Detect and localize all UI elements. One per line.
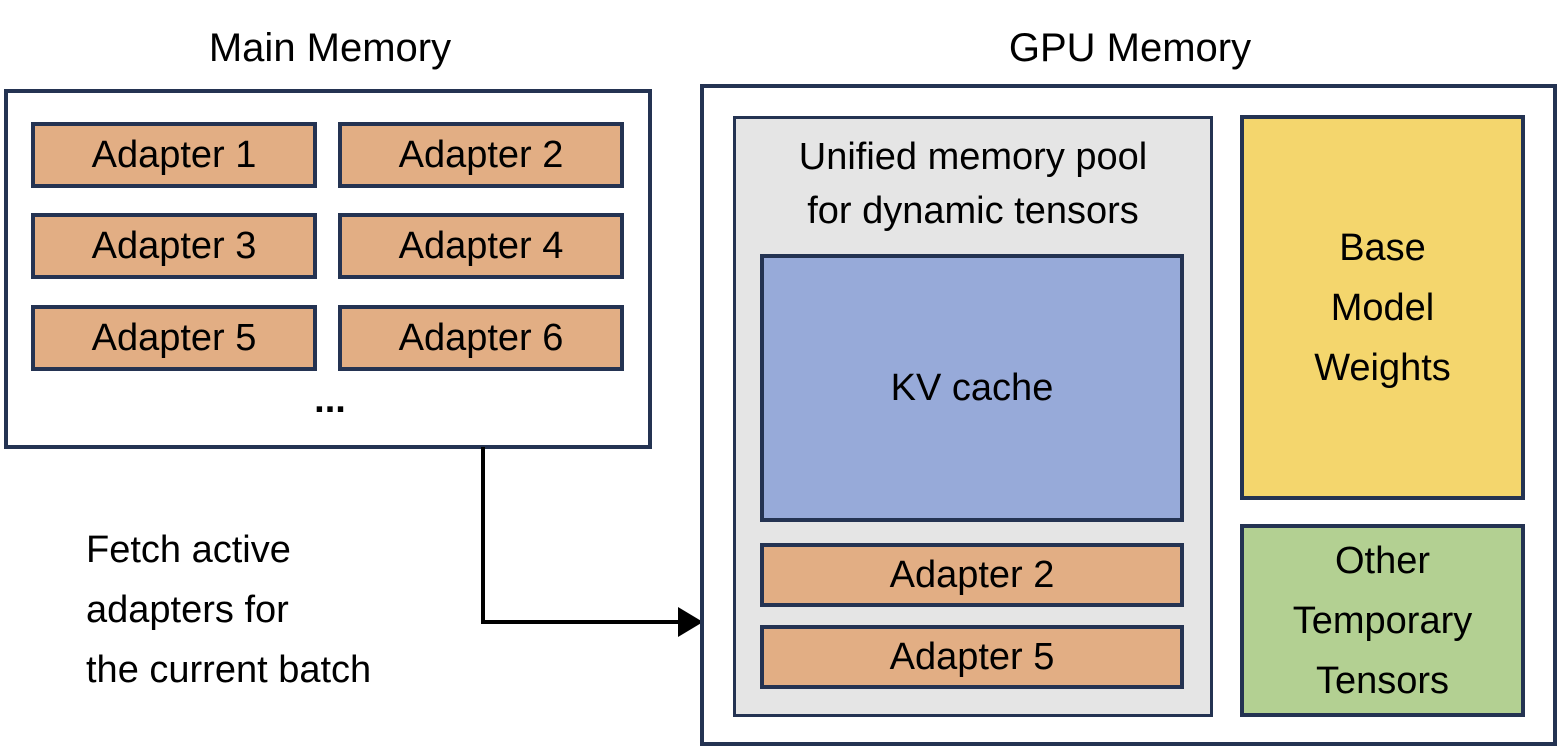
arrow-label-line-3: the current batch: [86, 649, 372, 691]
base-weights-line-1: Base: [1339, 226, 1426, 269]
main-adapter-6: Adapter 6: [338, 305, 624, 371]
pool-title: Unified memory pool for dynamic tensors: [736, 130, 1210, 238]
main-adapter-1: Adapter 1: [31, 122, 317, 188]
pool-title-line-1: Unified memory pool: [798, 136, 1148, 178]
base-weights-line-3: Weights: [1314, 346, 1451, 389]
main-adapter-3: Adapter 3: [31, 213, 317, 279]
gpu-adapter-5: Adapter 5: [760, 625, 1184, 689]
pool-title-line-2: for dynamic tensors: [807, 190, 1139, 232]
arrow-label: Fetch active adapters for the current ba…: [86, 520, 466, 700]
main-adapter-5: Adapter 5: [31, 305, 317, 371]
main-adapter-4: Adapter 4: [338, 213, 624, 279]
base-model-weights-block: Base Model Weights: [1240, 115, 1525, 500]
main-memory-title: Main Memory: [208, 26, 452, 70]
ellipsis: ...: [314, 379, 346, 421]
base-weights-line-2: Model: [1330, 286, 1435, 329]
main-adapter-2: Adapter 2: [338, 122, 624, 188]
arrow-label-line-1: Fetch active: [86, 529, 291, 571]
temp-tensors-line-2: Temporary: [1292, 599, 1473, 642]
kv-cache-block: KV cache: [760, 254, 1184, 522]
gpu-adapter-2: Adapter 2: [760, 543, 1184, 607]
gpu-memory-title: GPU Memory: [1008, 26, 1252, 70]
temp-tensors-line-1: Other: [1334, 539, 1431, 582]
temp-tensors-line-3: Tensors: [1315, 659, 1450, 702]
arrow-label-line-2: adapters for: [86, 589, 289, 631]
temporary-tensors-block: Other Temporary Tensors: [1240, 524, 1525, 717]
